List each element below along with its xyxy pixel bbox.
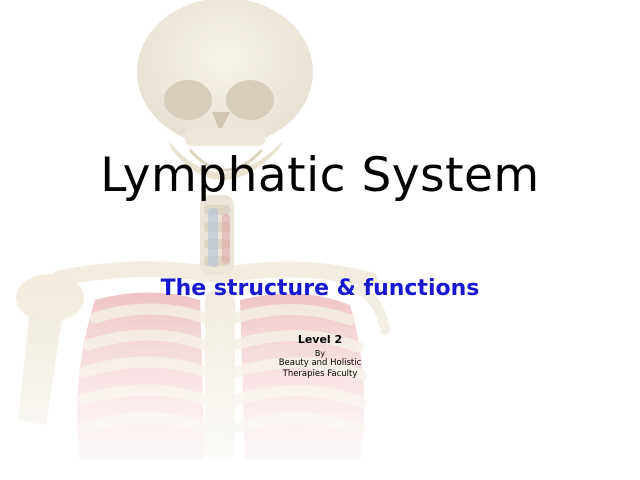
slide-subtitle: The structure & functions [160, 276, 480, 301]
level-label: Level 2 [297, 333, 343, 346]
faculty-line-1: Beauty and Holistic [278, 358, 362, 368]
by-label: By [314, 349, 326, 358]
slide-title: Lymphatic System [100, 148, 540, 203]
faculty-label: Beauty and Holistic Therapies Faculty [0, 358, 640, 380]
faculty-line-2: Therapies Faculty [282, 369, 358, 379]
